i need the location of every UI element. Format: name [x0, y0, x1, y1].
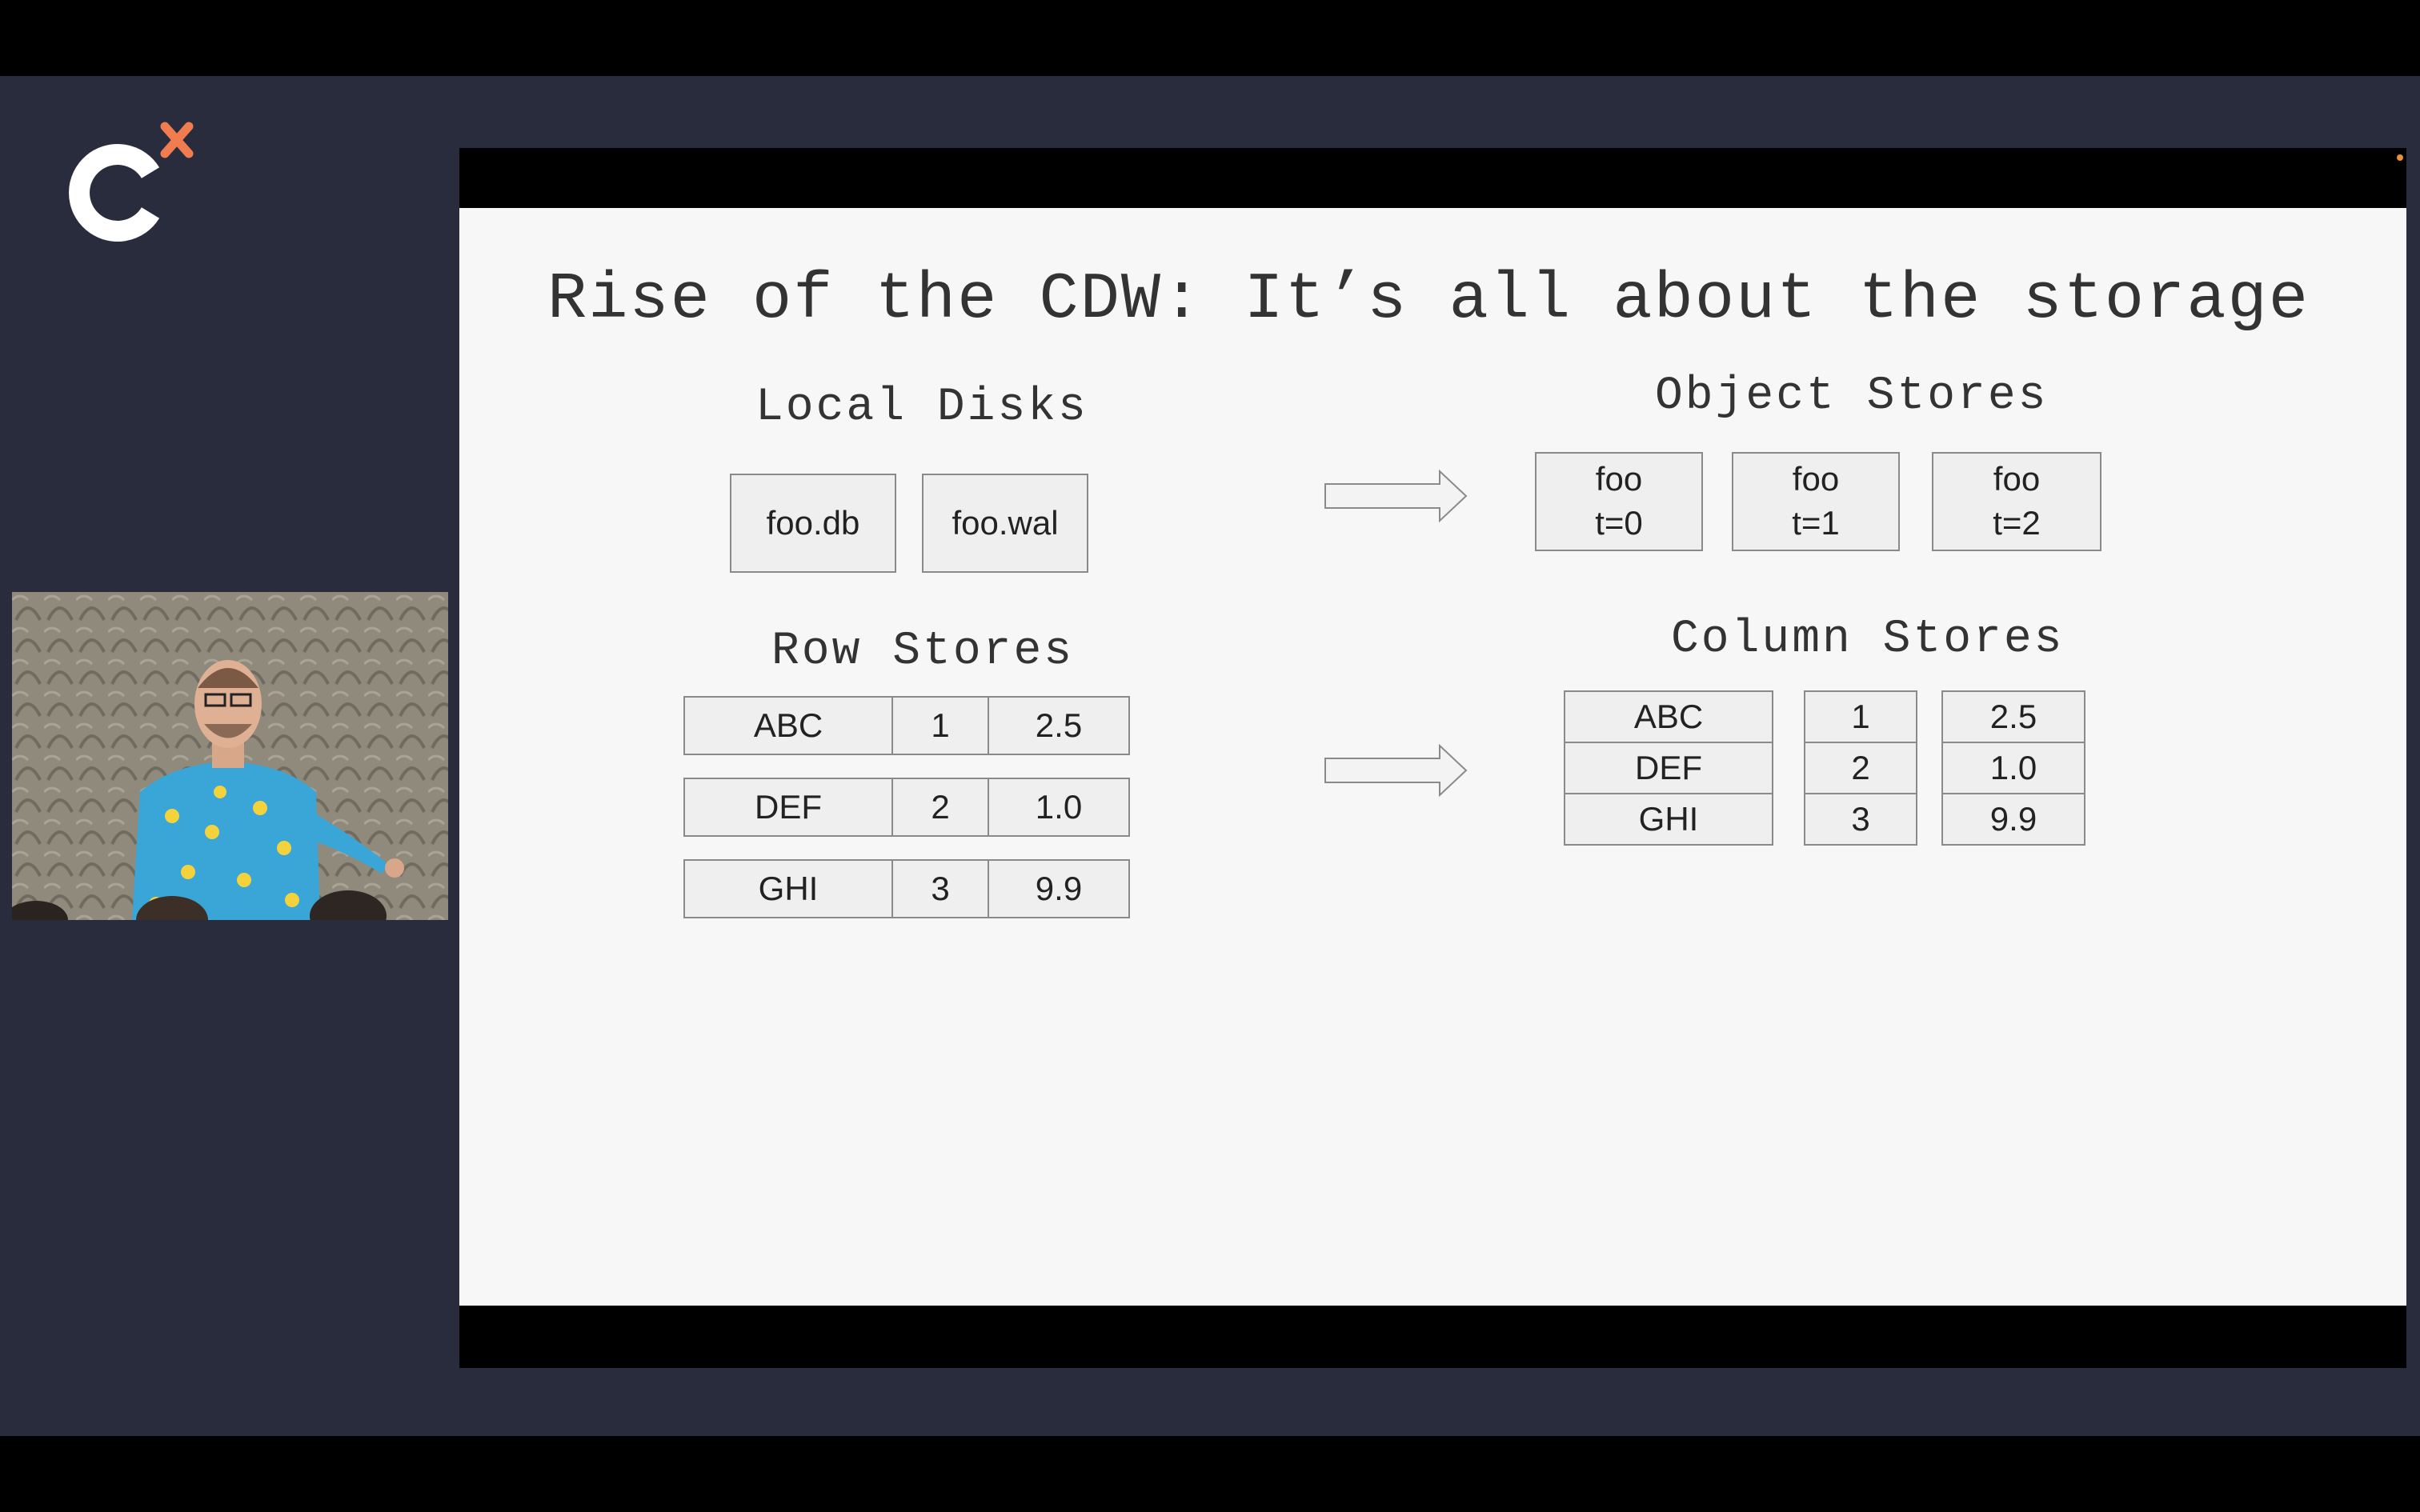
object-box: foo t=1 [1732, 452, 1900, 551]
column-block: ABC DEF GHI [1564, 690, 1773, 846]
object-stores-heading: Object Stores [1655, 370, 2049, 422]
column-cell: GHI [1565, 793, 1772, 844]
row-cell: DEF [755, 788, 822, 826]
file-box: foo.wal [922, 474, 1088, 573]
object-box: foo t=0 [1535, 452, 1703, 551]
row-cell: 9.9 [988, 861, 1128, 917]
column-cell: 3 [1805, 793, 1916, 844]
row-cell: 1 [891, 698, 988, 754]
column-block: 2.5 1.0 9.9 [1941, 690, 2085, 846]
c-plus-logo-icon [69, 122, 194, 242]
column-cell: DEF [1565, 742, 1772, 793]
slide-viewport: Rise of the CDW: It’s all about the stor… [459, 148, 2406, 1368]
slide-title: Rise of the CDW: It’s all about the stor… [547, 262, 2310, 337]
file-box: foo.db [730, 474, 896, 573]
slide-canvas: Rise of the CDW: It’s all about the stor… [459, 208, 2406, 1306]
row-cell: ABC [753, 706, 823, 744]
column-cell: 1 [1851, 698, 1870, 735]
row-stores-heading: Row Stores [771, 626, 1075, 678]
column-cell: 9.9 [1943, 793, 2084, 844]
local-disks-heading: Local Disks [755, 382, 1088, 434]
table-row: DEF 2 1.0 [683, 778, 1130, 837]
speaker-video [12, 592, 448, 920]
row-cell: 2 [891, 779, 988, 835]
row-cell: 3 [891, 861, 988, 917]
object-box: foo t=2 [1932, 452, 2101, 551]
table-row: GHI 3 9.9 [683, 859, 1130, 918]
row-cell: GHI [758, 870, 819, 907]
recording-indicator-icon [2397, 154, 2403, 161]
right-arrow-icon [1324, 743, 1468, 798]
column-cell: 1.0 [1943, 742, 2084, 793]
row-cell: 2.5 [988, 698, 1128, 754]
right-arrow-icon [1324, 469, 1468, 523]
column-cell: 2 [1805, 742, 1916, 793]
column-cell: 2.5 [1989, 698, 2037, 735]
table-row: ABC 1 2.5 [683, 696, 1130, 755]
column-cell: ABC [1633, 698, 1704, 735]
row-cell: 1.0 [988, 779, 1128, 835]
column-stores-heading: Column Stores [1671, 614, 2065, 666]
column-block: 1 2 3 [1804, 690, 1917, 846]
